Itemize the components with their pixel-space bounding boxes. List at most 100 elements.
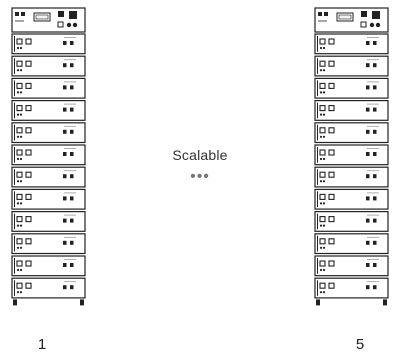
module-terminal (70, 196, 74, 201)
module-port (16, 82, 23, 89)
module-dot (322, 224, 326, 227)
battery-module (11, 77, 86, 99)
module-dot (319, 91, 323, 94)
module-dot (19, 91, 23, 94)
battery-module (11, 33, 86, 55)
module-port (319, 171, 326, 178)
module-port (328, 38, 335, 45)
module-port (319, 127, 326, 134)
controller-terminal (369, 22, 375, 28)
module-port (328, 171, 335, 178)
module-dot (319, 69, 323, 72)
module-terminal (373, 174, 377, 179)
module-port (328, 260, 335, 267)
module-dot (16, 91, 20, 94)
base-foot (80, 299, 84, 306)
module-terminal (70, 240, 74, 245)
module-dot (19, 246, 23, 249)
module-terminal (373, 107, 377, 112)
module-port (319, 260, 326, 267)
module-port (25, 38, 32, 45)
module-port (16, 105, 23, 112)
battery-module (11, 255, 86, 277)
battery-module (314, 277, 389, 299)
module-dot (322, 246, 326, 249)
module-terminal (70, 107, 74, 112)
module-dot (319, 157, 323, 161)
module-port (25, 216, 32, 223)
controller-switch (361, 11, 367, 17)
battery-module (314, 122, 389, 144)
module-port (319, 238, 326, 245)
module-port (328, 282, 335, 289)
battery-module (11, 55, 86, 77)
display-screen (338, 14, 352, 20)
module-terminal (373, 41, 377, 45)
module-terminal (366, 285, 370, 290)
module-port (25, 82, 32, 89)
module-terminal (373, 196, 377, 201)
module-port (16, 171, 23, 178)
module-terminal (63, 196, 67, 201)
module-port (319, 282, 326, 289)
base-foot (383, 299, 387, 306)
module-dot (319, 291, 323, 294)
module-terminal (63, 240, 67, 245)
module-dot (319, 46, 323, 50)
controller-port (360, 21, 367, 28)
module-port (25, 127, 32, 134)
module-terminal (366, 196, 370, 201)
module-port (16, 60, 23, 67)
module-dot (19, 157, 23, 161)
module-port (16, 149, 23, 156)
stack-caption-last: 5 (355, 336, 365, 353)
module-dot (319, 268, 323, 272)
controller-switch (58, 11, 64, 17)
module-dot (16, 157, 20, 161)
module-port (328, 82, 335, 89)
module-dot (322, 180, 326, 183)
module-dot (19, 202, 23, 205)
battery-module (11, 144, 86, 166)
module-terminal (70, 41, 74, 45)
module-port (328, 105, 335, 112)
module-dot (16, 291, 20, 294)
module-dot (16, 224, 20, 227)
controller-led (21, 12, 25, 16)
module-dot (319, 246, 323, 249)
battery-module (314, 99, 389, 121)
module-terminal (70, 174, 74, 179)
controller-breaker (372, 11, 380, 19)
base-foot (316, 299, 320, 306)
module-terminal (63, 174, 67, 179)
module-terminal (373, 240, 377, 245)
module-dot (19, 180, 23, 183)
module-port (319, 60, 326, 67)
module-port (328, 193, 335, 200)
battery-module (314, 55, 389, 77)
controller-led (324, 12, 328, 16)
module-port (319, 216, 326, 223)
module-port (16, 238, 23, 245)
module-dot (322, 91, 326, 94)
module-dot (322, 46, 326, 50)
module-terminal (63, 107, 67, 112)
module-terminal (373, 63, 377, 68)
module-dot (19, 46, 23, 50)
display-screen (35, 14, 49, 20)
module-dot (322, 113, 326, 116)
module-terminal (366, 41, 370, 45)
battery-module (11, 233, 86, 255)
module-dot (19, 224, 23, 227)
module-port (319, 193, 326, 200)
module-terminal (70, 218, 74, 223)
module-port (16, 282, 23, 289)
module-terminal (70, 63, 74, 68)
module-dot (19, 69, 23, 72)
module-dot (319, 113, 323, 116)
module-dot (16, 180, 20, 183)
battery-module (314, 77, 389, 99)
battery-module (11, 166, 86, 188)
module-port (328, 60, 335, 67)
